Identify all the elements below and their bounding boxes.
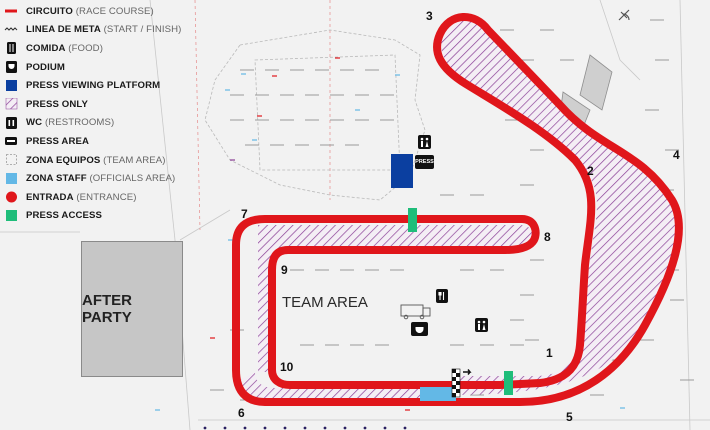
legend-sublabel: (START / FINISH) bbox=[103, 24, 182, 36]
legend-label: CIRCUITO bbox=[26, 5, 73, 17]
press-area-tag: PRESS bbox=[415, 155, 434, 169]
hatched-square-icon bbox=[4, 98, 18, 110]
legend-item-podium: PODIUM bbox=[4, 58, 181, 77]
turn-2: 2 bbox=[587, 164, 594, 178]
legend-label: LINEA DE META bbox=[26, 24, 101, 36]
turn-8: 8 bbox=[544, 230, 551, 244]
turn-1: 1 bbox=[546, 346, 553, 360]
legend-sublabel: (FOOD) bbox=[68, 42, 103, 54]
red-line-icon bbox=[4, 5, 18, 17]
blue-square-icon bbox=[4, 79, 18, 92]
turn-10: 10 bbox=[280, 360, 294, 374]
legend-item-team-area: ZONA EQUIPOS (TEAM AREA) bbox=[4, 151, 181, 170]
press-only-zone-south bbox=[240, 372, 445, 400]
team-area-label: TEAM AREA bbox=[282, 294, 368, 311]
after-party-area: AFTER PARTY bbox=[81, 241, 183, 377]
legend-label: PRESS AREA bbox=[26, 135, 90, 147]
press-access-north bbox=[408, 208, 417, 232]
podium-icon bbox=[411, 322, 428, 336]
wavy-line-icon bbox=[4, 24, 18, 36]
turn-3: 3 bbox=[426, 9, 433, 23]
legend-label: PODIUM bbox=[26, 61, 65, 73]
legend-sublabel: (ENTRANCE) bbox=[76, 191, 137, 203]
food-truck-icon bbox=[400, 304, 431, 320]
press-viewing-platform bbox=[391, 154, 413, 188]
legend-item-press-access: PRESS ACCESS bbox=[4, 207, 181, 226]
legend-label: WC bbox=[26, 117, 43, 129]
legend-label: ZONA EQUIPOS bbox=[26, 154, 101, 166]
legend-item-wc: WC (RESTROOMS) bbox=[4, 114, 181, 133]
satellite-icon bbox=[618, 9, 630, 21]
dashed-square-icon bbox=[4, 154, 18, 166]
legend-label: ZONA STAFF bbox=[26, 173, 87, 185]
food-icon bbox=[4, 42, 18, 55]
press-area-icon bbox=[4, 135, 18, 147]
turn-7: 7 bbox=[241, 207, 248, 221]
green-square-icon bbox=[4, 209, 18, 222]
legend-item-entrance: ENTRADA (ENTRANCE) bbox=[4, 188, 181, 207]
map-legend: CIRCUITO (RACE COURSE) LINEA DE META (ST… bbox=[4, 2, 181, 225]
podium-icon bbox=[4, 61, 18, 74]
start-finish-line bbox=[451, 368, 461, 398]
background-dashes bbox=[194, 0, 331, 231]
legend-item-press-only: PRESS ONLY bbox=[4, 95, 181, 114]
legend-label: PRESS VIEWING PLATFORM bbox=[26, 80, 161, 92]
wc-icon bbox=[475, 318, 488, 332]
legend-item-press-platform: PRESS VIEWING PLATFORM bbox=[4, 76, 181, 95]
legend-sublabel: (RESTROOMS) bbox=[44, 117, 115, 129]
wc-icon bbox=[418, 135, 431, 149]
race-course-track bbox=[232, 13, 683, 406]
legend-label: PRESS ONLY bbox=[26, 98, 88, 110]
entrance-markers bbox=[203, 426, 407, 430]
turn-5: 5 bbox=[566, 410, 573, 424]
staff-zone bbox=[420, 387, 456, 401]
press-access-south bbox=[504, 371, 513, 395]
legend-item-food: COMIDA (FOOD) bbox=[4, 39, 181, 58]
legend-sublabel: (OFFICIALS AREA) bbox=[89, 173, 176, 185]
legend-label: PRESS ACCESS bbox=[26, 210, 103, 222]
press-only-zone-east bbox=[439, 15, 681, 396]
legend-sublabel: (TEAM AREA) bbox=[103, 154, 166, 166]
race-direction-arrow-icon bbox=[463, 369, 472, 375]
team-tent-colored-marks bbox=[155, 57, 625, 411]
turn-9: 9 bbox=[281, 263, 288, 277]
turn-6: 6 bbox=[238, 406, 245, 420]
light-blue-square-icon bbox=[4, 172, 18, 185]
legend-sublabel: (RACE COURSE) bbox=[75, 5, 154, 17]
turn-4: 4 bbox=[673, 148, 680, 162]
legend-item-start-finish: LINEA DE META (START / FINISH) bbox=[4, 21, 181, 40]
legend-item-press-area: PRESS AREA bbox=[4, 132, 181, 151]
red-circle-icon bbox=[4, 191, 18, 203]
legend-item-staff-zone: ZONA STAFF (OFFICIALS AREA) bbox=[4, 169, 181, 188]
legend-label: COMIDA bbox=[26, 42, 66, 54]
wc-icon bbox=[4, 116, 18, 129]
press-only-zone-infield bbox=[258, 225, 534, 372]
food-icon bbox=[436, 289, 448, 303]
legend-label: ENTRADA bbox=[26, 191, 74, 203]
legend-item-race-course: CIRCUITO (RACE COURSE) bbox=[4, 2, 181, 21]
